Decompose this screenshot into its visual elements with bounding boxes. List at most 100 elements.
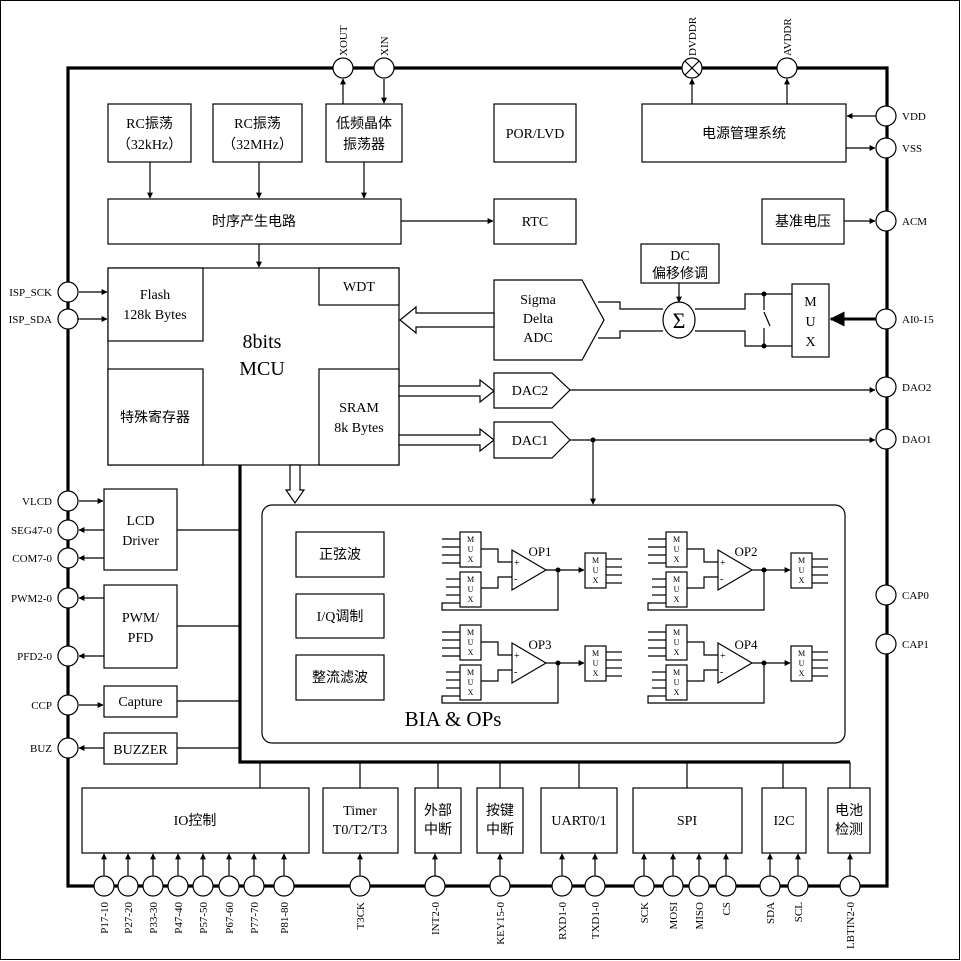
opamp-triangle: [511, 548, 548, 592]
label: 中断: [424, 822, 452, 838]
mcu-label: MCU: [239, 358, 285, 380]
plus-sign: +: [720, 651, 726, 662]
pin-ai0-15: AI0-15: [875, 308, 934, 330]
buzzer-block: BUZZER: [103, 732, 178, 765]
pin-circle: [776, 57, 798, 79]
label: Flash: [140, 288, 170, 303]
mux-letter: M: [673, 575, 680, 584]
opamp-label: OP2: [734, 544, 757, 559]
pin-label: SCL: [793, 902, 805, 922]
pin-label: TXD1-0: [590, 902, 602, 940]
mux-block: [459, 664, 482, 701]
mux-block: [790, 645, 813, 682]
pin-circle: [489, 875, 511, 897]
pin-circle: [688, 875, 710, 897]
pin-p17-10: P17-10: [93, 875, 115, 934]
pin-circle: [57, 547, 79, 569]
pin-circle: [373, 57, 395, 79]
pin-circle: [332, 57, 354, 79]
bia-title: BIA & OPs: [405, 707, 502, 731]
key-interrupt-block: 按键 中断: [476, 787, 524, 854]
pin-mosi: MOSI: [662, 875, 684, 930]
pin-label: DAO2: [902, 382, 931, 394]
rc-osc-32khz: RC振荡 （32kHz）: [107, 103, 192, 163]
label: DC: [670, 249, 689, 264]
input-mux: M U X: [791, 283, 830, 358]
opamp-triangle: [717, 641, 754, 685]
pin-isp-sck: ISP_SCK: [9, 281, 79, 303]
pin-label: T3CK: [355, 902, 367, 930]
label: 电池: [835, 803, 863, 819]
minus-sign: -: [514, 667, 517, 678]
pin-label: XIN: [379, 36, 391, 56]
label: 正弦波: [319, 547, 361, 563]
label: SRAM: [339, 401, 379, 416]
label: PFD: [128, 631, 154, 646]
pin-ccp: CCP: [31, 694, 79, 716]
pin-circle: [875, 428, 897, 450]
pin-label: ISP_SDA: [9, 314, 52, 326]
pin-cs: CS: [715, 875, 737, 915]
label: DAC2: [512, 384, 549, 399]
pin-scl: SCL: [787, 875, 809, 922]
external-interrupt-block: 外部 中断: [414, 787, 462, 854]
label: Capture: [118, 695, 162, 710]
label: 振荡器: [343, 137, 385, 153]
label: RC振荡: [234, 116, 281, 132]
pin-label: VLCD: [22, 496, 52, 508]
spi-block: SPI: [632, 787, 743, 854]
pin-label: PFD2-0: [17, 651, 52, 663]
pin-dao2: DAO2: [875, 376, 931, 398]
pin-circle: [759, 875, 781, 897]
pin-label: DAO1: [902, 434, 931, 446]
pin-label: P17-10: [99, 902, 111, 934]
opamp-inputs: [481, 548, 512, 589]
label: Driver: [122, 534, 159, 549]
mux-letter: X: [799, 669, 805, 678]
label: UART0/1: [551, 814, 606, 829]
mux-letter: M: [673, 628, 680, 637]
pin-circle: [875, 633, 897, 655]
mcu-core: Flash 128k Bytes WDT 8bits MCU 特殊寄存器 SRA…: [107, 267, 400, 466]
junction-dot: [761, 343, 767, 349]
pin-label: RXD1-0: [557, 902, 569, 940]
mux-letter: U: [674, 638, 680, 647]
crystal-oscillator: 低频晶体 振荡器: [325, 103, 403, 163]
label: 按键: [486, 803, 514, 819]
opamp-label: OP4: [734, 637, 758, 652]
pin-circle: [57, 587, 79, 609]
opamp-inputs: [687, 548, 718, 589]
pin-label: SCK: [639, 902, 651, 923]
pin-circle: [875, 137, 897, 159]
pin-label: XOUT: [338, 25, 350, 56]
pin-circle: [875, 584, 897, 606]
mux-letter: M: [467, 575, 474, 584]
sigma-icon: Σ: [673, 308, 686, 333]
mux-letter: X: [468, 688, 474, 697]
pin-p33-30: P33-30: [142, 875, 164, 934]
summing-junction: Σ: [662, 301, 696, 339]
pin-pwm2-0: PWM2-0: [11, 587, 79, 609]
pin-circle: [875, 105, 897, 127]
feedback-line: [647, 570, 765, 611]
i2c-block: I2C: [761, 787, 807, 854]
dac1-block: DAC1: [493, 421, 571, 459]
label: SPI: [677, 814, 698, 829]
pin-lbtin2-0: LBTIN2-0: [839, 875, 861, 949]
pin-label: VDD: [902, 111, 926, 123]
mux-letter: M: [467, 668, 474, 677]
feedback-line: [441, 663, 559, 704]
pin-label: P77-70: [249, 902, 261, 934]
mcu-to-bia-arrow: [284, 464, 306, 505]
pin-label: VSS: [902, 143, 922, 155]
label: 检测: [835, 822, 863, 838]
label: 基准电压: [775, 213, 831, 230]
pin-buz: BUZ: [30, 737, 79, 759]
pin-circle: [243, 875, 265, 897]
label: IO控制: [174, 813, 217, 829]
rtc-block: RTC: [493, 198, 577, 245]
pin-circle: [57, 519, 79, 541]
mux-letter: U: [468, 678, 474, 687]
